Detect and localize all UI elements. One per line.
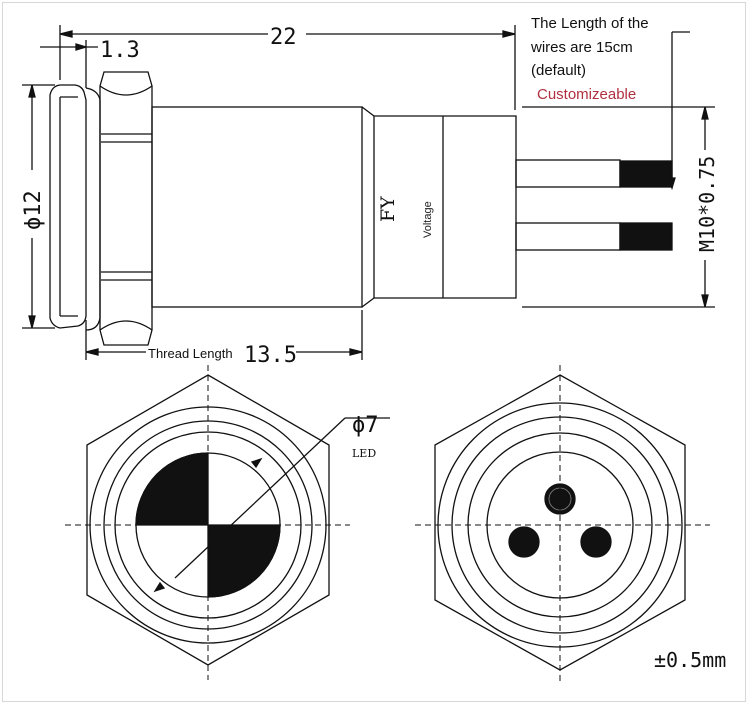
led-quadrant-top-left <box>135 452 209 526</box>
led-label: LED <box>352 447 376 460</box>
total-length-label: 22 <box>270 25 297 50</box>
wire-length-leader <box>668 31 690 191</box>
thread-length-value: 13.5 <box>244 343 297 368</box>
led-quadrant-bottom-right <box>207 524 281 598</box>
wire-note-line-2: wires are 15cm <box>530 39 633 56</box>
bezel-cap <box>49 84 87 329</box>
wire-note-line-1: The Length of the <box>531 15 649 32</box>
front-view-pins <box>415 365 710 685</box>
diameter-label: ϕ12 <box>21 190 46 230</box>
dim-flange <box>40 40 98 88</box>
tolerance-label: ±0.5mm <box>654 648 726 672</box>
body-marking: FY <box>377 196 399 222</box>
dim-thread-size <box>522 106 715 308</box>
dim-diameter <box>22 84 55 329</box>
wire-note-line-3: (default) <box>531 62 586 79</box>
side-view <box>49 71 673 346</box>
terminal-pin-top <box>515 159 621 188</box>
thread-size-label: M10*0.75 <box>695 156 719 252</box>
dim-thread-length <box>85 310 363 360</box>
front-view-led <box>65 365 390 680</box>
threaded-body <box>151 106 363 308</box>
o-ring <box>85 87 101 331</box>
led-diameter-label: ϕ7 <box>352 413 379 438</box>
voltage-label: Voltage <box>422 201 434 238</box>
pin-dot-right <box>580 526 612 558</box>
wire-note-custom: Customizeable <box>537 86 636 103</box>
dim-total-length <box>59 25 516 110</box>
wire-top <box>619 160 673 188</box>
flange-dim-label: 1.3 <box>100 38 140 63</box>
thread-length-label: Thread Length <box>148 346 233 361</box>
hex-nut <box>99 71 153 346</box>
pin-dot-left <box>508 526 540 558</box>
wire-bottom <box>619 222 673 251</box>
terminal-pin-bottom <box>515 222 621 251</box>
